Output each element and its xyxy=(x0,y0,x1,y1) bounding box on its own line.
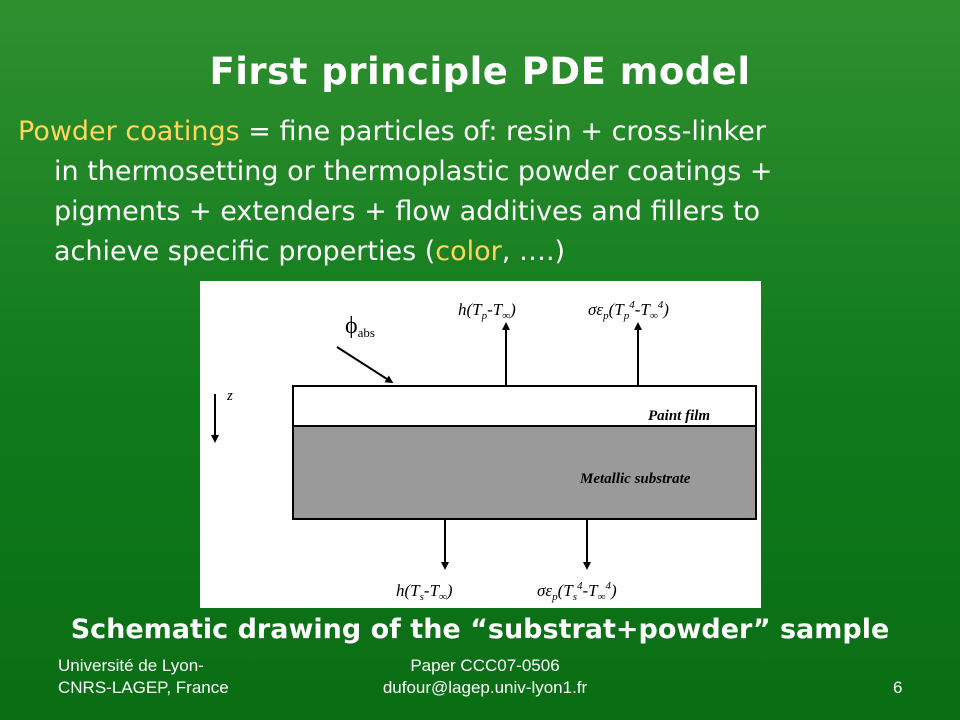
paint-film-layer xyxy=(292,385,757,427)
flux-subscript: abs xyxy=(358,325,375,340)
bottom-radiation-label: σεp(Ts4-T∞4) xyxy=(537,580,617,603)
body-line-3: pigments + extenders + flow additives an… xyxy=(54,196,761,227)
br-sub3: ∞ xyxy=(598,591,606,603)
metallic-substrate-label: Metallic substrate xyxy=(579,471,691,487)
bc-sub2: ∞ xyxy=(439,591,447,603)
tr-sup2: 4 xyxy=(658,299,664,311)
paint-film-label: Paint film xyxy=(648,408,710,424)
figure-caption: Schematic drawing of the “substrat+powde… xyxy=(70,614,890,645)
br-mid1: (T xyxy=(558,581,575,600)
tc-mid: -T xyxy=(487,300,504,319)
tr-mid1: (T xyxy=(609,300,626,319)
br-sup1: 4 xyxy=(577,580,583,592)
footer-email: dufour@lagep.univ-lyon1.fr xyxy=(382,678,588,697)
body-line-4-post: , ….) xyxy=(501,236,566,267)
footer-paper-id: Paper CCC07-0506 xyxy=(410,656,560,675)
bc-sub1: s xyxy=(420,591,424,603)
slide-body: Powder coatings = fine particles of: res… xyxy=(18,112,948,272)
br-sup2: 4 xyxy=(605,580,611,592)
schematic-drawing: z ϕabs h(Tp-T∞) σεp(Tp4-T∞4) Paint film … xyxy=(211,299,757,603)
footer-affiliation-line-1: Université de Lyon- xyxy=(58,656,204,675)
tr-sup1: 4 xyxy=(629,299,635,311)
top-convection-label: h(Tp-T∞) xyxy=(458,300,516,322)
schematic-figure: z ϕabs h(Tp-T∞) σεp(Tp4-T∞4) Paint film … xyxy=(200,281,761,608)
bottom-convection-label: h(Ts-T∞) xyxy=(396,581,453,603)
body-line-1: Powder coatings = fine particles of: res… xyxy=(18,112,948,152)
bc-mid: -T xyxy=(424,581,441,600)
footer-paper-info: Paper CCC07-0506 dufour@lagep.univ-lyon1… xyxy=(360,655,610,699)
br-mid2: -T xyxy=(583,581,600,600)
tc-post: ) xyxy=(509,300,516,319)
footer-affiliation: Université de Lyon- CNRS-LAGEP, France xyxy=(58,655,229,699)
body-line-4-pre: achieve specific properties ( xyxy=(54,236,436,267)
flux-symbol: ϕ xyxy=(345,313,358,339)
bc-post: ) xyxy=(446,581,453,600)
tc-sub1: p xyxy=(481,310,488,322)
body-line-4: achieve specific properties (color, ….) xyxy=(18,232,948,272)
br-post: ) xyxy=(610,581,617,600)
br-sub2: s xyxy=(573,591,577,603)
tr-sub2: p xyxy=(623,310,630,322)
tc-pre: h(T xyxy=(458,300,483,319)
flux-arrow xyxy=(336,346,394,384)
flux-label: ϕabs xyxy=(345,313,375,340)
br-pre: σε xyxy=(537,581,552,600)
bc-pre: h(T xyxy=(396,581,421,600)
tr-pre: σε xyxy=(588,300,603,319)
tr-mid2: -T xyxy=(635,300,652,319)
top-radiation-label: σεp(Tp4-T∞4) xyxy=(588,299,669,322)
page-number: 6 xyxy=(893,678,903,697)
tc-sub2: ∞ xyxy=(502,310,510,322)
metallic-substrate-layer xyxy=(292,425,757,520)
tr-sub3: ∞ xyxy=(650,310,658,322)
tr-sub1: p xyxy=(602,310,609,322)
term-color: color xyxy=(435,236,502,267)
footer-affiliation-line-2: CNRS-LAGEP, France xyxy=(58,678,229,697)
term-powder-coatings: Powder coatings xyxy=(18,116,240,147)
body-line-1-rest: = fine particles of: resin + cross-linke… xyxy=(239,116,766,147)
tr-post: ) xyxy=(662,300,669,319)
z-axis-label: z xyxy=(226,388,233,404)
body-line-2: in thermosetting or thermoplastic powder… xyxy=(54,156,773,187)
slide-title: First principle PDE model xyxy=(209,50,751,93)
br-sub1: p xyxy=(551,591,558,603)
